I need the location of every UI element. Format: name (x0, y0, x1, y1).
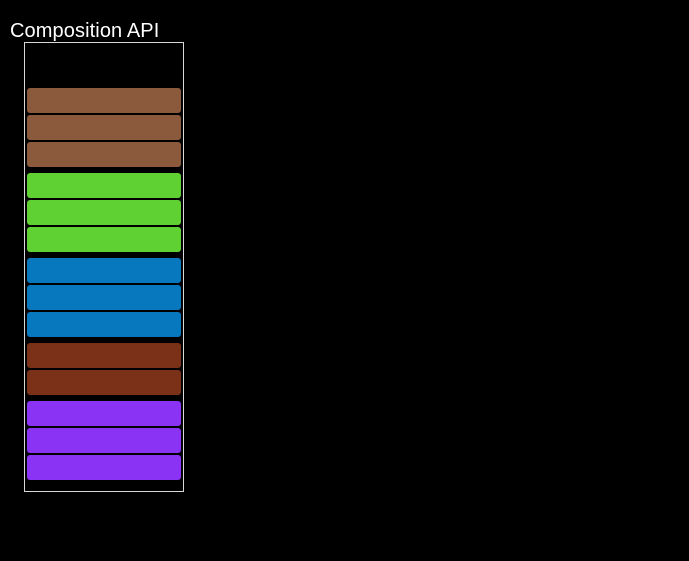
group-purple (27, 401, 181, 480)
group-green (27, 173, 181, 252)
bar-item[interactable] (27, 258, 181, 283)
group-brown (27, 88, 181, 167)
bar-item[interactable] (27, 370, 181, 395)
bar-item[interactable] (27, 312, 181, 337)
bar-item[interactable] (27, 401, 181, 426)
group-dark-red (27, 343, 181, 395)
bar-item[interactable] (27, 455, 181, 480)
bar-item[interactable] (27, 115, 181, 140)
bar-item[interactable] (27, 142, 181, 167)
bar-item[interactable] (27, 343, 181, 368)
bar-stack (27, 88, 181, 480)
group-blue (27, 258, 181, 337)
bar-item[interactable] (27, 285, 181, 310)
bar-item[interactable] (27, 227, 181, 252)
bars-container (24, 42, 184, 492)
bar-item[interactable] (27, 428, 181, 453)
page-title: Composition API (10, 20, 160, 42)
bar-item[interactable] (27, 88, 181, 113)
bar-item[interactable] (27, 200, 181, 225)
bar-item[interactable] (27, 173, 181, 198)
